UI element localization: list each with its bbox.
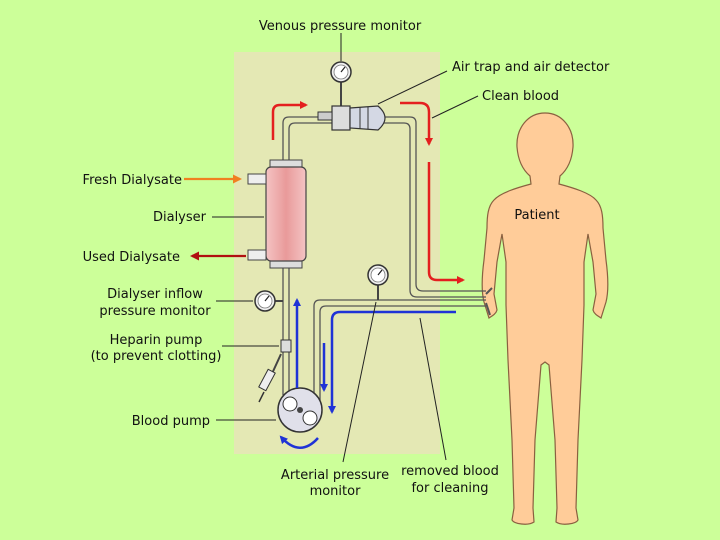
tubing [282,116,486,400]
label-patient: Patient [514,208,559,223]
arterial-pressure-gauge [367,264,389,300]
blood-pump [277,387,323,433]
return-cannula [485,287,493,295]
patient-silhouette [481,112,609,525]
label-clean-blood: Clean blood [482,89,559,104]
heparin-syringe [258,339,292,403]
label-removed-2: for cleaning [411,481,488,496]
arterial-cannula [485,302,491,316]
label-used-dialysate: Used Dialysate [83,250,180,265]
label-blood-pump: Blood pump [132,414,210,429]
dialyser [247,159,307,269]
label-fresh-dialysate: Fresh Dialysate [83,173,182,188]
clean-flow-arrows [271,101,465,284]
label-arterial-2: monitor [310,484,362,499]
label-air-trap: Air trap and air detector [452,60,610,75]
air-trap-detector [317,105,386,131]
label-dialyser-inflow-2: pressure monitor [99,304,211,319]
label-dialyser-inflow-1: Dialyser inflow [107,287,203,302]
inflow-pressure-gauge [254,290,283,312]
label-removed-1: removed blood [401,464,499,479]
label-venous-pressure-monitor: Venous pressure monitor [259,19,422,34]
dirty-flow-arrows [279,298,456,449]
label-dialyser: Dialyser [153,210,207,225]
label-arterial-1: Arterial pressure [281,468,389,483]
label-heparin-1: Heparin pump [110,333,203,348]
venous-pressure-gauge [330,61,352,108]
label-heparin-2: (to prevent clotting) [91,349,222,364]
leader-lines [212,33,479,463]
